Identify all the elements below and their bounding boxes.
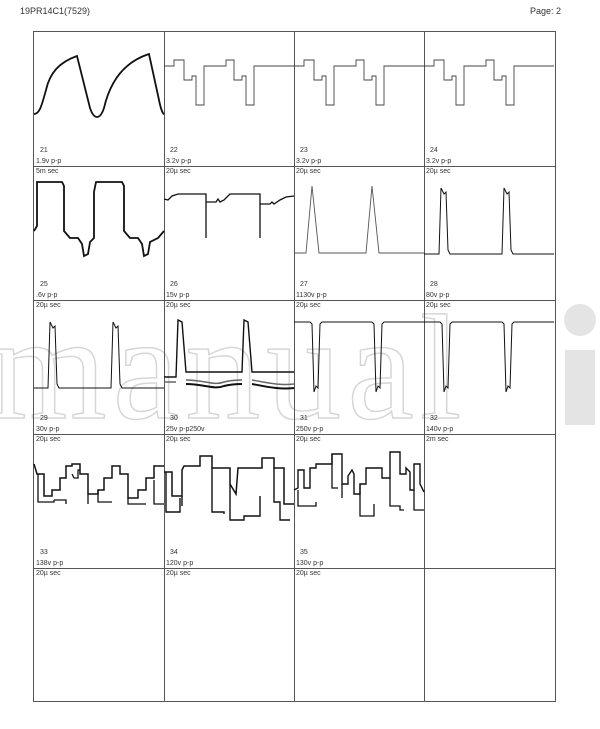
waveform-number: 25 (40, 281, 48, 288)
voltage-label: 30v p-p (36, 426, 60, 433)
voltage-label: .6v p-p (36, 292, 58, 299)
waveform-cell-22: 22 3.2v p-p (164, 32, 294, 166)
waveform-cell-27: 20µ sec 27 1130v p-p (294, 166, 424, 300)
voltage-label: 15v p-p (166, 292, 190, 299)
time-label: 20µ sec (296, 436, 321, 443)
voltage-label: 138v p-p (36, 560, 64, 567)
time-label: 20µ sec (166, 570, 191, 577)
voltage-label: 3.2v p-p (296, 158, 322, 165)
waveform-26-flat (163, 193, 295, 238)
waveform-number: 33 (40, 549, 48, 556)
waveform-23-stepped (294, 59, 424, 106)
waveform-number: 26 (170, 281, 178, 288)
time-label: 20µ sec (166, 302, 191, 309)
time-label: 20µ sec (426, 302, 451, 309)
voltage-label: 3.2v p-p (426, 158, 452, 165)
waveform-cell-26: 20µ sec 26 15v p-p (163, 166, 295, 300)
time-label: 20µ sec (296, 302, 321, 309)
waveform-grid: 5m sec 21 1.9v p-p 22 3.2v p-p 23 3.2v p… (33, 31, 556, 702)
waveform-cell-23: 23 3.2v p-p (294, 32, 424, 166)
voltage-label: 80v p-p (426, 292, 450, 299)
waveform-number: 28 (430, 281, 438, 288)
waveform-number: 22 (170, 147, 178, 154)
waveform-30-noisy (164, 318, 295, 390)
voltage-label: 3.2v p-p (166, 158, 192, 165)
waveform-cell-empty: 20µ sec (294, 568, 424, 702)
waveform-cell-29: 20µ sec 29 30v p-p (34, 300, 164, 434)
waveform-cell-empty: 20µ sec (34, 568, 164, 702)
waveform-number: 27 (300, 281, 308, 288)
time-label: 20µ sec (36, 436, 61, 443)
time-label: 2m sec (426, 436, 449, 443)
time-label: 20µ sec (166, 436, 191, 443)
waveform-29-pulses (34, 321, 164, 389)
waveform-cell-35: 20µ sec 35 130v p-p (293, 434, 425, 568)
waveform-number: 24 (430, 147, 438, 154)
waveform-cell-31: 20µ sec 31 250v p-p (294, 300, 424, 434)
waveform-21-sawtooth (33, 52, 165, 118)
waveform-cell-empty: 20µ sec (164, 568, 294, 702)
waveform-28-pulses (424, 187, 554, 255)
waveform-cell-21: 5m sec 21 1.9v p-p (33, 32, 165, 166)
voltage-label: 130v p-p (296, 560, 324, 567)
voltage-label: 25v p-p250v (166, 426, 205, 433)
waveform-22-stepped (164, 59, 294, 106)
document-title: 19PR14C1(7529) (20, 6, 91, 16)
time-label: 20µ sec (36, 302, 61, 309)
waveform-number: 21 (40, 147, 48, 154)
waveform-cell-empty (424, 568, 554, 702)
waveform-33-complex (33, 463, 164, 505)
grid-divider (34, 568, 555, 569)
waveform-number: 34 (170, 549, 178, 556)
time-label: 20µ sec (166, 168, 191, 175)
time-label: 20µ sec (36, 570, 61, 577)
waveform-cell-24: 24 3.2v p-p (424, 32, 554, 166)
grid-divider (34, 166, 555, 167)
grid-divider (164, 32, 165, 701)
grid-divider (294, 32, 295, 701)
voltage-label: 1.9v p-p (36, 158, 62, 165)
waveform-31-negative (294, 321, 424, 393)
time-label: 20µ sec (296, 570, 321, 577)
waveform-number: 35 (300, 549, 308, 556)
waveform-cell-28: 20µ sec 28 80v p-p (424, 166, 554, 300)
grid-divider (34, 300, 555, 301)
waveform-35-complex (293, 451, 425, 517)
waveform-number: 29 (40, 415, 48, 422)
waveform-cell-30: 20µ sec 30 25v p-p250v (164, 300, 295, 434)
voltage-label: 250v p-p (296, 426, 324, 433)
waveform-34-complex (164, 455, 294, 521)
waveform-32-negative (424, 321, 554, 393)
voltage-label: 1130v p-p (296, 292, 327, 299)
waveform-number: 32 (430, 415, 438, 422)
waveform-cell-25: 5m sec 25 .6v p-p (33, 166, 165, 300)
waveform-cell-33: 20µ sec 33 138v p-p (33, 434, 164, 568)
waveform-cell-empty: 2m sec (424, 434, 554, 568)
time-label: 5m sec (36, 168, 59, 175)
voltage-label: 120v p-p (166, 560, 194, 567)
waveform-cell-32: 20µ sec 32 140v p-p (424, 300, 554, 434)
waveform-27-triangle (294, 185, 424, 254)
waveform-number: 30 (170, 415, 178, 422)
grid-divider (34, 434, 555, 435)
waveform-25-square (33, 181, 165, 258)
waveform-number: 31 (300, 415, 308, 422)
page-number: Page: 2 (530, 6, 562, 16)
waveform-24-stepped (424, 59, 554, 106)
time-label: 20µ sec (426, 168, 451, 175)
voltage-label: 140v p-p (426, 426, 454, 433)
waveform-cell-34: 20µ sec 34 120v p-p (164, 434, 294, 568)
grid-divider (424, 32, 425, 701)
waveform-number: 23 (300, 147, 308, 154)
time-label: 20µ sec (296, 168, 321, 175)
